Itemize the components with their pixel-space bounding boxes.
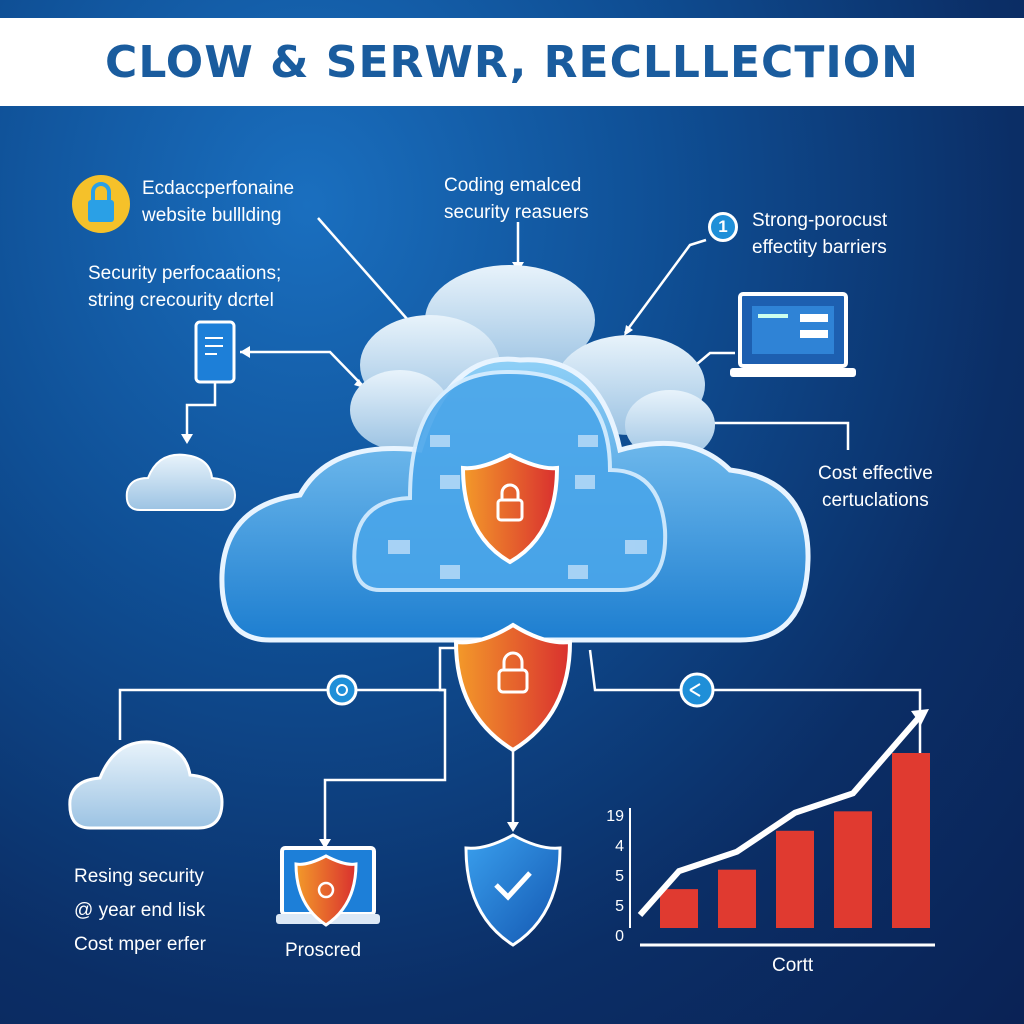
y-tick-label: 5 bbox=[615, 898, 624, 915]
chart-x-label: Cortt bbox=[772, 955, 814, 976]
cloud-icon-small bbox=[125, 453, 237, 511]
node-circle-icon bbox=[326, 674, 358, 706]
laptop-shield-icon bbox=[276, 846, 380, 927]
trend-arrowhead bbox=[911, 709, 929, 725]
y-tick-label: 4 bbox=[615, 838, 624, 855]
server-dots bbox=[388, 435, 647, 579]
label-top-right: Strong-porocust effectity barriers bbox=[752, 207, 887, 261]
chart-bar bbox=[892, 753, 930, 928]
step-number-badge: 1 bbox=[708, 212, 738, 242]
label-line: Ecdaccperfonaine bbox=[142, 178, 295, 199]
label-line: Cost mper erfer bbox=[74, 934, 206, 955]
trend-line bbox=[637, 713, 924, 917]
y-tick-label: 0 bbox=[615, 928, 624, 945]
label-top-left: Ecdaccperfonaine website bulllding bbox=[142, 175, 294, 229]
lock-badge-icon bbox=[72, 175, 130, 233]
title-bar: CLOW & SERWR, RECLLLECTION bbox=[0, 18, 1024, 106]
chart-bar bbox=[834, 811, 872, 928]
chart-y-ticks: 19 4 5 5 0 bbox=[604, 802, 624, 952]
shield-lock-icon-center bbox=[460, 452, 560, 565]
label-line: Strong-porocust bbox=[752, 210, 888, 231]
label-line: @ year end lisk bbox=[74, 900, 206, 921]
chart-bar bbox=[718, 869, 756, 928]
label-line: Resing security bbox=[74, 866, 204, 887]
label-line: website bulllding bbox=[142, 205, 282, 226]
phone-icon bbox=[194, 320, 236, 384]
y-tick-label: 19 bbox=[606, 808, 624, 825]
cloud-icon-left bbox=[68, 740, 224, 830]
label-line: Coding emalced bbox=[444, 175, 582, 196]
laptop-caption: Proscred bbox=[285, 940, 362, 961]
label-right-mid: Cost effective certuclations bbox=[818, 460, 933, 514]
connector-lines bbox=[118, 217, 922, 845]
label-line: effectity barriers bbox=[752, 237, 887, 258]
label-left-mid: Security perfocaations; string crecourity… bbox=[88, 260, 281, 314]
shield-lock-icon-lower bbox=[453, 622, 573, 753]
bar-chart bbox=[629, 709, 935, 947]
label-top-center: Coding emalced security reasuers bbox=[444, 172, 589, 226]
chart-bar bbox=[776, 830, 814, 928]
page-title: CLOW & SERWR, RECLLLECTION bbox=[105, 36, 919, 88]
label-line: string crecourity dcrtel bbox=[88, 290, 274, 311]
chart-bar bbox=[660, 889, 698, 928]
shield-check-icon bbox=[464, 833, 562, 947]
label-line: security reasuers bbox=[444, 202, 589, 223]
label-line: certuclations bbox=[822, 490, 929, 511]
label-line: Security perfocaations; bbox=[88, 263, 282, 284]
laptop-icon bbox=[730, 292, 856, 377]
label-line: Cost effective bbox=[818, 463, 933, 484]
y-tick-label: 5 bbox=[615, 868, 624, 885]
share-icon bbox=[679, 672, 715, 708]
